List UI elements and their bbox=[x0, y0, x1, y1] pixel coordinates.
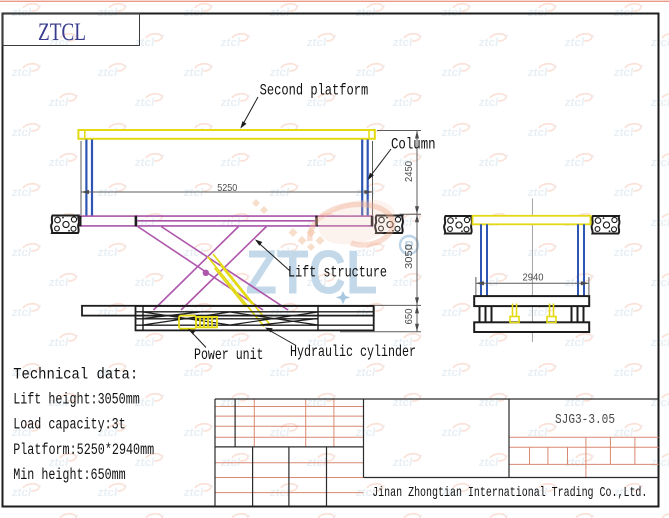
svg-text:2940: 2940 bbox=[523, 272, 544, 284]
svg-text:Power unit: Power unit bbox=[194, 346, 264, 364]
svg-text:Hydraulic cylinder: Hydraulic cylinder bbox=[290, 343, 416, 361]
svg-text:Technical data:: Technical data: bbox=[13, 365, 138, 383]
svg-text:Jinan Zhongtian International: Jinan Zhongtian International Trading Co… bbox=[372, 485, 647, 501]
svg-text:Min height:650mm: Min height:650mm bbox=[13, 466, 126, 484]
svg-text:ZTCL: ZTCL bbox=[38, 19, 86, 46]
svg-text:650: 650 bbox=[403, 308, 415, 324]
svg-text:Column: Column bbox=[391, 135, 436, 153]
svg-text:Lift height:3050mm: Lift height:3050mm bbox=[13, 390, 140, 408]
svg-text:R: R bbox=[405, 238, 415, 253]
svg-text:5250: 5250 bbox=[217, 182, 237, 194]
svg-text:Second platform: Second platform bbox=[260, 82, 369, 100]
svg-text:Load capacity:3t: Load capacity:3t bbox=[13, 416, 126, 434]
svg-text:Platform:5250*2940mm: Platform:5250*2940mm bbox=[13, 441, 154, 459]
svg-text:2450: 2450 bbox=[403, 161, 415, 182]
svg-text:SJG3-3.05: SJG3-3.05 bbox=[555, 412, 615, 428]
svg-text:Lift structure: Lift structure bbox=[288, 264, 387, 282]
svg-text:3050: 3050 bbox=[403, 244, 415, 269]
